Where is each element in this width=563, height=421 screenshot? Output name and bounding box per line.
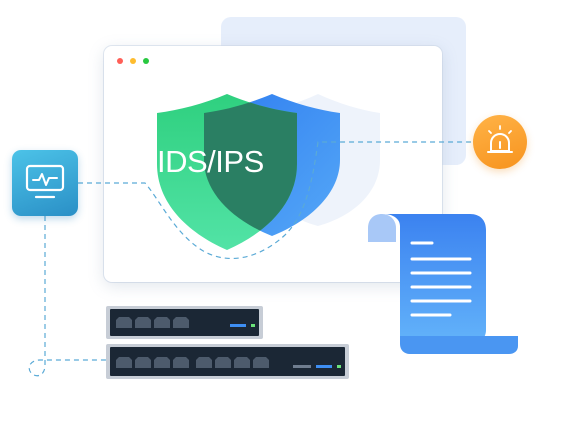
switch-small-ports xyxy=(116,317,189,328)
switch-large xyxy=(106,344,349,379)
switch-small xyxy=(106,306,263,339)
connector-lines xyxy=(28,141,472,377)
window-minimize-dot xyxy=(130,58,136,64)
line-monitor-down xyxy=(28,216,108,377)
alarm-light-icon xyxy=(487,125,513,153)
line-monitor-to-shield xyxy=(78,141,472,260)
log-scroll-icon xyxy=(368,214,518,354)
alarm-circle xyxy=(473,115,527,169)
monitor-tile xyxy=(12,150,78,216)
window-maximize-dot xyxy=(143,58,149,64)
shield-overlap xyxy=(204,94,297,236)
switch-large-ports xyxy=(116,357,269,368)
window-close-dot xyxy=(117,58,123,64)
diagram-title: IDS/IPS xyxy=(157,144,264,179)
monitor-pulse-icon xyxy=(25,164,65,199)
